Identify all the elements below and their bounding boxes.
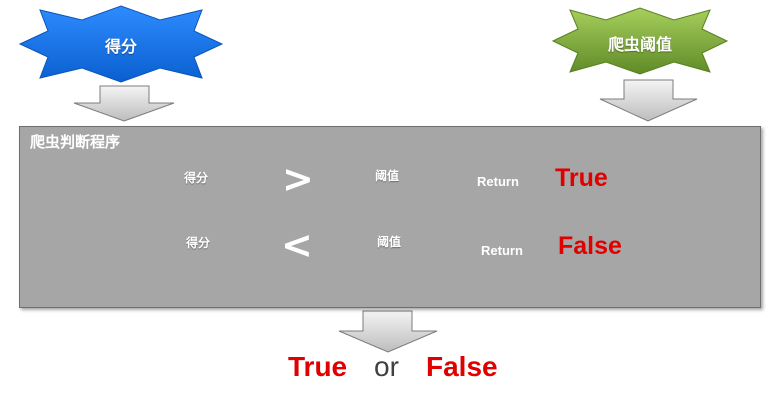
arrow-down-icon xyxy=(338,310,438,353)
arrow-down-icon xyxy=(599,79,698,122)
panel-title: 爬虫判断程序 xyxy=(30,133,121,151)
score-star-shape xyxy=(18,5,224,83)
row2-result: False xyxy=(558,232,622,260)
row1-threshold-label: 阈值 xyxy=(374,169,399,183)
row1-result: True xyxy=(555,164,608,192)
threshold-label: 爬虫阈值 xyxy=(607,35,672,54)
output-or: or xyxy=(374,351,399,382)
row2-return-text: Return xyxy=(481,243,523,258)
score-label: 得分 xyxy=(104,37,137,56)
row2-threshold-label: 阈值 xyxy=(376,235,401,249)
process-panel xyxy=(19,126,761,308)
output-true: True xyxy=(288,351,348,382)
row1-return-text: Return xyxy=(477,174,519,189)
threshold-star-shape xyxy=(551,7,729,75)
row1-score-label: 得分 xyxy=(183,171,208,185)
output-false: False xyxy=(426,351,498,382)
row2-score-label: 得分 xyxy=(185,236,210,250)
row2-operator: < xyxy=(281,223,313,267)
arrow-down-icon xyxy=(73,85,175,122)
row1-operator: > xyxy=(282,157,314,201)
